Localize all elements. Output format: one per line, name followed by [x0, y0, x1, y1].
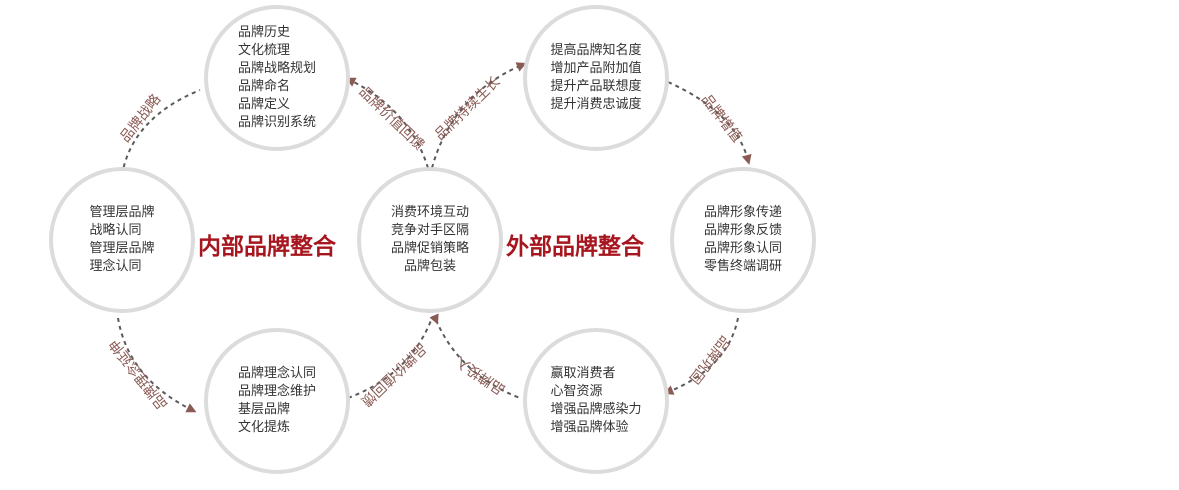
node-line: 理念认同: [89, 259, 142, 274]
arc-sustained-growth: [431, 62, 527, 169]
node-line: 文化梳理: [237, 43, 290, 58]
node-line: 零售终端调研: [703, 259, 782, 274]
node-line: 品牌战略规划: [237, 61, 316, 76]
arc-brand-consolidation: [663, 317, 739, 395]
node-line: 战略认同: [89, 223, 142, 238]
node-line: 竞争对手区隔: [390, 223, 469, 238]
node-line: 品牌形象反馈: [703, 223, 782, 238]
node-line: 提升消费忠诚度: [550, 97, 642, 112]
node-bottom-left: 品牌理念认同 品牌理念维护 基层品牌 文化提炼: [204, 328, 350, 474]
arc-value-return-bottom: [347, 317, 433, 399]
node-line: 品牌理念认同: [237, 366, 316, 381]
node-line: 品牌包装: [403, 259, 456, 274]
node-line: 基层品牌: [237, 402, 290, 417]
node-line: 品牌命名: [237, 79, 290, 94]
node-mid-left: 管理层品牌 战略认同 管理层品牌 理念认同: [49, 167, 195, 313]
node-mid-left-text: 管理层品牌 战略认同 管理层品牌 理念认同: [89, 204, 154, 276]
node-line: 品牌形象认同: [703, 241, 782, 256]
node-line: 文化提炼: [237, 420, 290, 435]
node-line: 心智资源: [550, 384, 603, 399]
node-line: 品牌理念维护: [237, 384, 316, 399]
node-line: 品牌识别系统: [237, 115, 316, 130]
node-top-left-text: 品牌历史 文化梳理 品牌战略规划 品牌命名 品牌定义 品牌识别系统: [238, 24, 316, 132]
node-line: 增强品牌感染力: [550, 402, 642, 417]
external-integration-title: 外部品牌整合: [506, 234, 644, 260]
node-bottom-right-text: 赢取消费者 心智资源 增强品牌感染力 增强品牌体验: [550, 365, 641, 437]
node-top-right: 提高品牌知名度 增加产品附加值 提升产品联想度 提升消费忠诚度: [523, 5, 669, 151]
node-line: 增强品牌体验: [550, 420, 629, 435]
node-line: 提高品牌知名度: [550, 43, 642, 58]
node-line: 品牌促销策略: [390, 241, 469, 256]
arc-brand-input: [429, 313, 521, 399]
node-bottom-right: 赢取消费者 心智资源 增强品牌感染力 增强品牌体验: [523, 328, 669, 474]
arc-brand-appreciation: [667, 81, 752, 165]
node-line: 管理层品牌: [89, 205, 155, 220]
node-bottom-left-text: 品牌理念认同 品牌理念维护 基层品牌 文化提炼: [238, 365, 316, 437]
node-line: 赢取消费者: [550, 366, 616, 381]
arc-brand-strategy: [116, 89, 201, 181]
node-line: 提升产品联想度: [550, 79, 642, 94]
node-line: 管理层品牌: [89, 241, 155, 256]
internal-integration-title: 内部品牌整合: [198, 234, 336, 260]
node-line: 增加产品附加值: [550, 61, 642, 76]
node-line: 品牌历史: [237, 25, 290, 40]
arc-brand-concept-extension: [117, 317, 197, 413]
arc-value-return-top: [345, 77, 429, 169]
node-line: 品牌定义: [237, 97, 290, 112]
node-line: 消费环境互动: [390, 205, 469, 220]
node-top-right-text: 提高品牌知名度 增加产品附加值 提升产品联想度 提升消费忠诚度: [550, 42, 641, 114]
node-mid-right: 品牌形象传递 品牌形象反馈 品牌形象认同 零售终端调研: [670, 167, 816, 313]
node-top-left: 品牌历史 文化梳理 品牌战略规划 品牌命名 品牌定义 品牌识别系统: [204, 5, 350, 151]
node-center: 消费环境互动 竞争对手区隔 品牌促销策略 品牌包装: [357, 167, 503, 313]
node-center-text: 消费环境互动 竞争对手区隔 品牌促销策略 品牌包装: [391, 204, 469, 276]
node-line: 品牌形象传递: [703, 205, 782, 220]
node-mid-right-text: 品牌形象传递 品牌形象反馈 品牌形象认同 零售终端调研: [704, 204, 782, 276]
